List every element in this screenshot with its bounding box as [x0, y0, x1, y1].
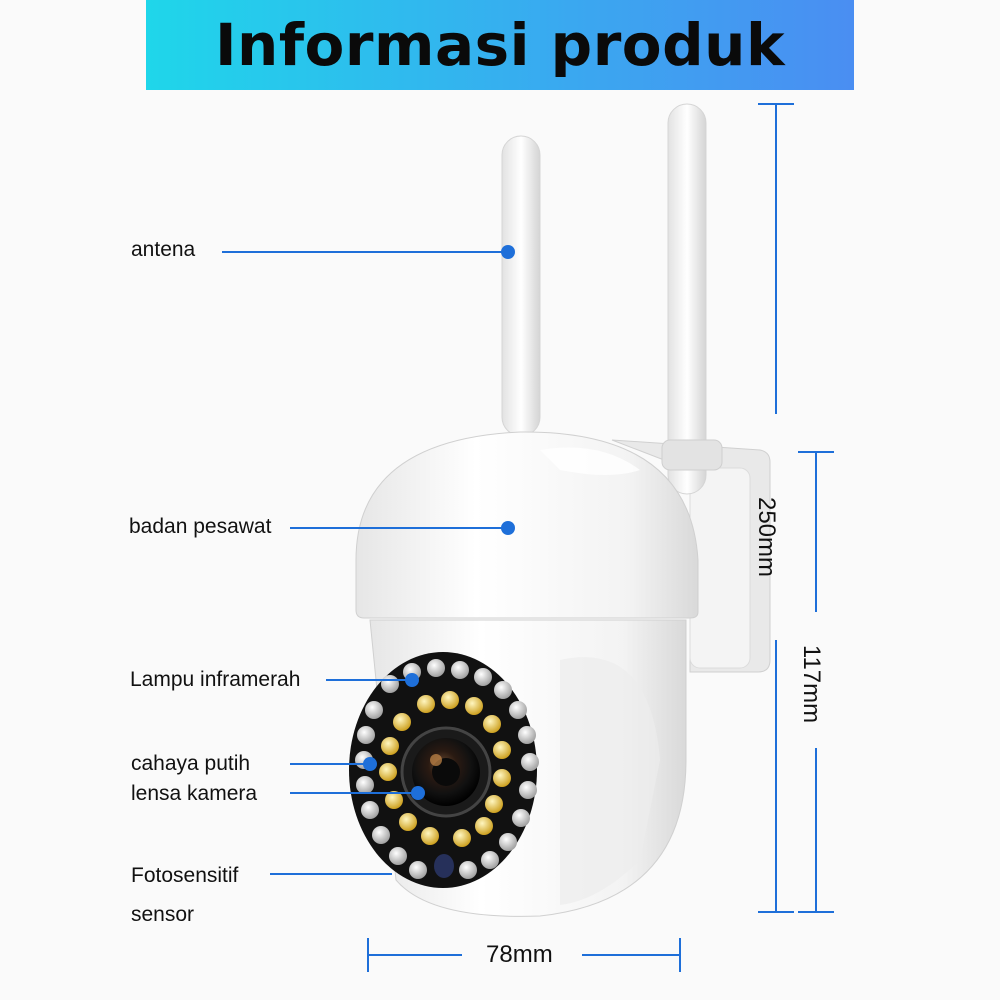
camera-lens — [400, 726, 492, 818]
callout-sensor-label: sensor — [131, 903, 195, 926]
page-title: Informasi produk — [214, 11, 786, 79]
dimension-total-height: 250mm — [753, 496, 781, 578]
callout-white-light-label: cahaya putih — [131, 752, 251, 775]
dimension-width: 78mm — [486, 941, 553, 968]
header-banner: Informasi produk — [146, 0, 854, 90]
white-led-ring — [379, 691, 511, 847]
antenna-right — [661, 103, 723, 495]
callout-ir-led-label: Lampu inframerah — [130, 668, 301, 691]
antenna-left — [501, 135, 541, 437]
photosensitive-sensor — [434, 854, 454, 878]
leader-lines — [222, 245, 515, 875]
callout-body-label: badan pesawat — [129, 515, 272, 538]
callout-photosensitive-label: Fotosensitif — [131, 864, 239, 887]
dimension-body-height: 117mm — [798, 644, 826, 724]
camera-dome — [355, 431, 699, 619]
callout-lens-label: lensa kamera — [131, 782, 258, 805]
dimension-lines — [367, 103, 834, 972]
callout-antenna-label: antena — [131, 238, 196, 261]
